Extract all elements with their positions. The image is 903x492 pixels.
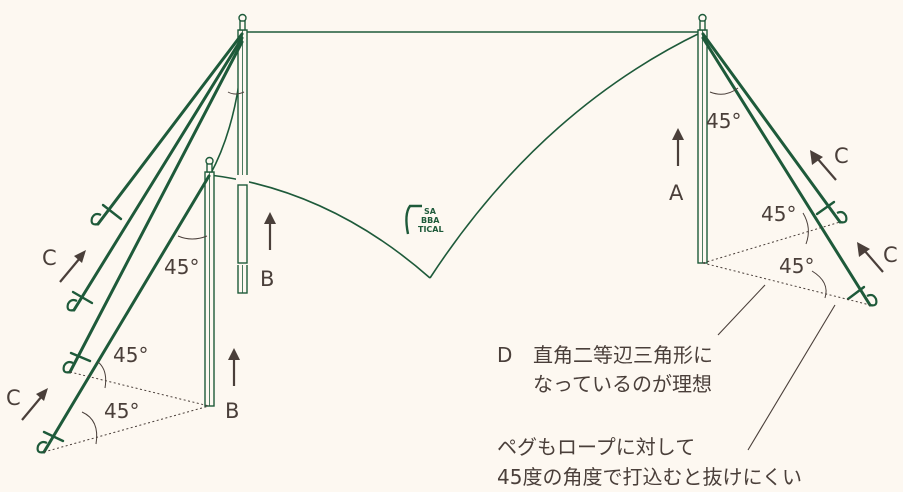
guy-rope-back-3 <box>68 40 244 374</box>
arrow-diag-icon <box>810 150 837 181</box>
angle-label: 45° <box>164 255 199 279</box>
peg-icon <box>90 212 102 226</box>
angle-label: 45° <box>706 109 741 133</box>
peg-icon <box>62 360 74 374</box>
note-peg-line1: ペグもロープに対して <box>497 435 695 459</box>
note-peg-line2: 45度の角度で打込むと抜けにくい <box>497 465 802 489</box>
arrow-up-icon <box>228 348 240 386</box>
angle-label: 45° <box>779 254 814 278</box>
pole-a-label: A <box>669 181 684 205</box>
arrow-up-icon <box>672 128 684 166</box>
pole-b-label: B <box>225 399 239 423</box>
note-d-line2: なっているのが理想 <box>533 372 712 396</box>
pegs <box>36 210 878 454</box>
rope-tensioners <box>42 200 866 443</box>
guy-rope-front-1 <box>42 174 211 454</box>
tarp-bottom-right-edge <box>429 31 703 279</box>
ground-lines <box>43 221 871 453</box>
poles <box>204 29 708 407</box>
arrow-diag-icon <box>59 250 86 283</box>
arrows <box>21 128 884 421</box>
logo-line1: SA <box>424 207 437 216</box>
note-pointers <box>717 284 836 451</box>
guy-c-label: C <box>883 243 898 267</box>
arrow-diag-icon <box>21 388 48 421</box>
tarp-outline <box>209 31 703 279</box>
guy-rope-back-2 <box>72 36 244 312</box>
guy-ropes <box>42 32 872 454</box>
angle-label: 45° <box>104 399 139 423</box>
guy-c-label: C <box>6 386 21 410</box>
note-d-prefix: D <box>497 343 512 367</box>
peg-icon <box>866 293 878 307</box>
guy-rope-back-1 <box>96 32 244 226</box>
angle-arcs <box>81 87 827 445</box>
sabbatical-logo: SA BBA TICAL <box>405 204 444 235</box>
pole-b-label: B <box>260 267 274 291</box>
angle-label: 45° <box>113 343 148 367</box>
logo-line2: BBA <box>421 216 440 225</box>
peg-icon <box>836 210 848 224</box>
guy-c-label: C <box>42 246 57 270</box>
arrow-up-icon <box>264 212 276 250</box>
arrow-diag-icon <box>857 242 884 273</box>
peg-icon <box>36 440 48 454</box>
peg-icon <box>66 298 78 312</box>
guy-c-label: C <box>834 144 849 168</box>
guy-rope-right-2 <box>701 36 872 307</box>
note-d-line1: 直角二等辺三角形に <box>533 343 713 367</box>
pole-tips <box>205 13 707 173</box>
pole-back-left-lower <box>237 184 248 264</box>
guy-rope-right-1 <box>701 32 842 224</box>
logo-line3: TICAL <box>418 225 444 234</box>
angle-label: 45° <box>761 202 796 226</box>
